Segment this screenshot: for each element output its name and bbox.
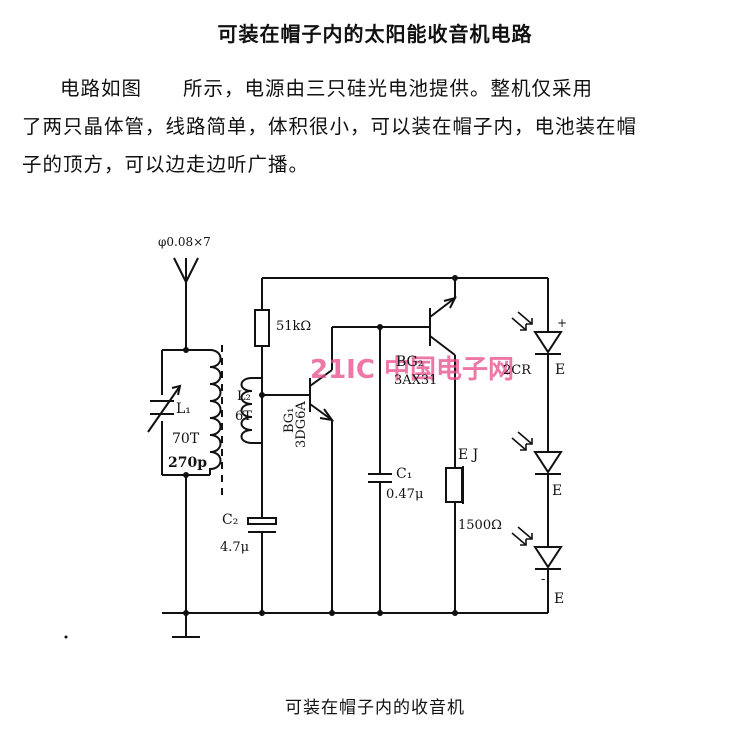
solar-cell-type-label: 2CR bbox=[503, 363, 532, 378]
solar-cell-1 bbox=[533, 331, 563, 355]
r1-label: 51kΩ bbox=[276, 319, 311, 334]
c2-value-label: 4.7μ bbox=[220, 540, 249, 555]
solar-cell-3 bbox=[533, 546, 563, 570]
negative-terminal-label: - bbox=[541, 572, 545, 587]
l2-label: L₂ bbox=[237, 389, 251, 404]
antenna-symbol bbox=[173, 257, 199, 350]
earphone-value-label: 1500Ω bbox=[458, 518, 502, 533]
description-paragraph: 电路如图 所示，电源由三只硅光电池提供。整机仅采用 了两只晶体管，线路简单，体积… bbox=[22, 70, 732, 184]
bg2-label: BG₂ bbox=[396, 354, 423, 370]
l2-coil bbox=[240, 377, 262, 444]
solar-cell-3-label: E bbox=[554, 591, 564, 607]
junction-dots bbox=[64, 275, 458, 639]
l1-turns-label: 70T bbox=[172, 431, 200, 447]
bg1-label: BG₁ bbox=[282, 408, 297, 433]
ground-symbol bbox=[172, 613, 200, 638]
positive-terminal-label: + bbox=[557, 316, 567, 330]
capacitor-c2 bbox=[247, 517, 277, 613]
l2-turns-label: 6T bbox=[235, 409, 252, 424]
variable-cap-label: 270p bbox=[168, 455, 207, 471]
c2-label: C₂ bbox=[222, 512, 238, 528]
resistor-51k bbox=[254, 309, 270, 347]
c1-label: C₁ bbox=[396, 466, 412, 482]
figure-caption: 可装在帽子内的收音机 bbox=[285, 698, 465, 718]
transistor-bg2 bbox=[429, 278, 457, 468]
watermark-logo: 21IC 中国电子网 bbox=[310, 355, 514, 385]
bg2-type-label: 3AX31 bbox=[394, 373, 437, 388]
light-arrows bbox=[511, 311, 533, 546]
antenna-label: φ0.08×7 bbox=[158, 235, 211, 249]
solar-cell-1-label: E bbox=[555, 362, 565, 378]
transistor-bg1 bbox=[262, 327, 335, 613]
solar-cell-2 bbox=[533, 451, 563, 475]
paragraph-line-3: 子的顶方，可以边走边听广播。 bbox=[22, 153, 310, 176]
l1-label: L₁ bbox=[176, 401, 191, 417]
c1-value-label: 0.47μ bbox=[386, 487, 423, 502]
page-title: 可装在帽子内的太阳能收音机电路 bbox=[217, 22, 533, 46]
bg1-type-label: 3DG6A bbox=[294, 401, 309, 448]
svg-text:21IC 中国电子网: 21IC 中国电子网 bbox=[310, 355, 514, 385]
solar-cell-2-label: E bbox=[552, 483, 562, 499]
capacitor-c1 bbox=[368, 327, 392, 613]
earphone-label: E J bbox=[458, 447, 478, 463]
earphone-ej bbox=[445, 466, 464, 613]
paragraph-line-2: 了两只晶体管，线路简单，体积很小，可以装在帽子内，电池装在帽 bbox=[22, 115, 638, 138]
l1-tank-circuit bbox=[147, 349, 222, 623]
paragraph-line-1: 电路如图 所示，电源由三只硅光电池提供。整机仅采用 bbox=[60, 77, 594, 100]
